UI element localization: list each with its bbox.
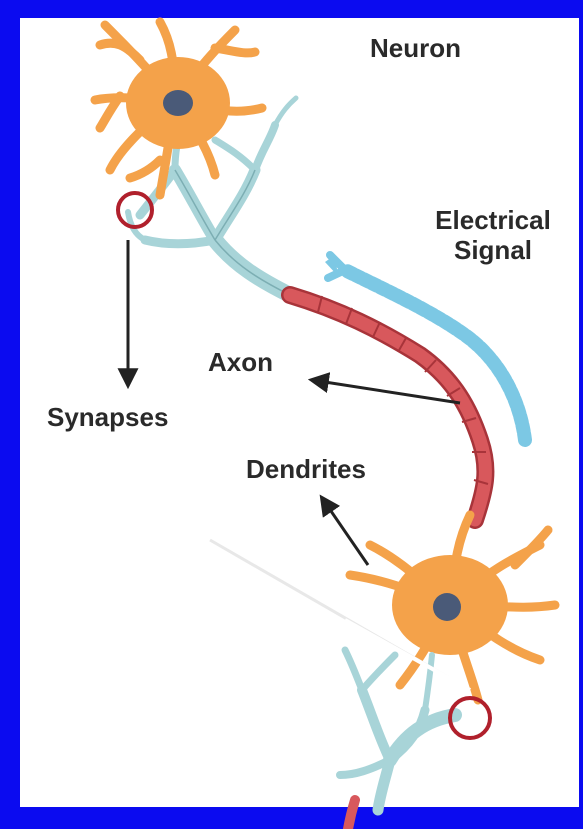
electrical-signal-label: Electrical Signal [403,206,583,266]
electrical-signal-line2: Signal [403,236,583,266]
synapses-label: Synapses [47,403,168,433]
neuron-label: Neuron [370,34,461,64]
axon-pointer-arrow [312,380,460,403]
dendrites-label: Dendrites [246,455,366,485]
axon-label: Axon [208,348,273,378]
electrical-signal-line1: Electrical [403,206,583,236]
dendrites-pointer-arrow [322,498,368,565]
lower-axon-stub [348,800,355,829]
signal-arrow-icon [325,255,525,440]
